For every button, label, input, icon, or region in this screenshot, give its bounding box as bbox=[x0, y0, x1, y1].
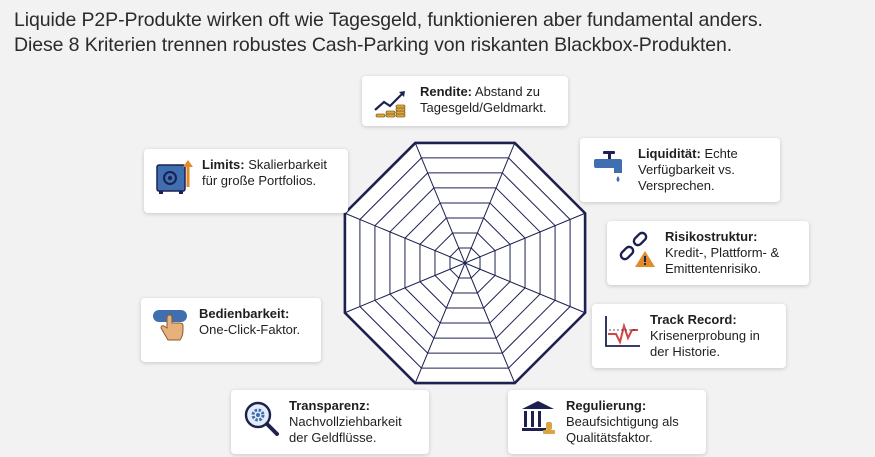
regulierung-desc: Beaufsichtigung als Qualitätsfaktor. bbox=[566, 414, 679, 445]
faucet-icon bbox=[590, 146, 630, 186]
header: Liquide P2P-Produkte wirken oft wie Tage… bbox=[14, 8, 874, 58]
card-rendite: Rendite: Abstand zu Tagesgeld/Geldmarkt. bbox=[362, 76, 568, 126]
transparenz-desc: Nachvollziehbarkeit der Geldflüsse. bbox=[289, 414, 402, 445]
radar-chart bbox=[343, 141, 587, 385]
card-track-record: Track Record: Krisenerprobung in der His… bbox=[592, 304, 786, 368]
liquiditaet-desc: Echte Verfügbarkeit vs. Versprechen. bbox=[638, 146, 738, 193]
radar-axis bbox=[414, 262, 466, 384]
bank-stamp-icon bbox=[518, 398, 558, 438]
limits-desc: Skalierbarkeit für große Portfolios. bbox=[202, 157, 328, 188]
rendite-desc: Abstand zu Tagesgeld/Geldmarkt. bbox=[420, 84, 547, 115]
broken-chain-warning-icon bbox=[617, 229, 657, 269]
limits-title: Limits: bbox=[202, 157, 245, 172]
radar-axis bbox=[344, 262, 466, 314]
track-record-title: Track Record: bbox=[650, 312, 737, 327]
radar-axis bbox=[464, 142, 516, 264]
card-limits: Limits: Skalierbarkeit für große Portfol… bbox=[144, 149, 348, 213]
card-liquiditaet: Liquidität: Echte Verfügbarkeit vs. Vers… bbox=[580, 138, 780, 202]
radar-axis bbox=[414, 142, 466, 264]
radar-axis bbox=[464, 212, 586, 264]
safe-arrow-icon bbox=[154, 157, 194, 197]
track-record-desc: Krisenerprobung in der Historie. bbox=[650, 328, 760, 359]
radar-axis bbox=[344, 212, 466, 264]
transparenz-title: Transparenz: bbox=[289, 398, 370, 413]
line-chart-dip-icon bbox=[602, 312, 642, 352]
regulierung-title: Regulierung: bbox=[566, 398, 647, 413]
bedienbarkeit-title: Bedienbarkeit: bbox=[199, 306, 290, 321]
header-line-1: Liquide P2P-Produkte wirken oft wie Tage… bbox=[14, 9, 763, 31]
card-bedienbarkeit: Bedienbarkeit: One-Click-Faktor. bbox=[141, 298, 321, 362]
radar-axis bbox=[464, 262, 586, 314]
card-risikostruktur: Risikostruktur: Kredit-, Plattform- & Em… bbox=[607, 221, 809, 285]
radar-axis bbox=[464, 262, 516, 384]
growth-coins-icon bbox=[372, 84, 412, 124]
liquiditaet-title: Liquidität: bbox=[638, 146, 701, 161]
risikostruktur-desc: Kredit-, Plattform- & Emittentenrisiko. bbox=[665, 245, 780, 276]
card-regulierung: Regulierung: Beaufsichtigung als Qualitä… bbox=[508, 390, 706, 454]
bedienbarkeit-desc: One-Click-Faktor. bbox=[199, 322, 301, 337]
card-transparenz: Transparenz: Nachvollziehbarkeit der Gel… bbox=[231, 390, 429, 454]
rendite-title: Rendite: bbox=[420, 84, 472, 99]
gear-magnifier-icon bbox=[241, 398, 281, 438]
risikostruktur-title: Risikostruktur: bbox=[665, 229, 758, 244]
finger-press-button-icon bbox=[151, 306, 191, 346]
header-line-2: Diese 8 Kriterien trennen robustes Cash-… bbox=[14, 34, 733, 56]
